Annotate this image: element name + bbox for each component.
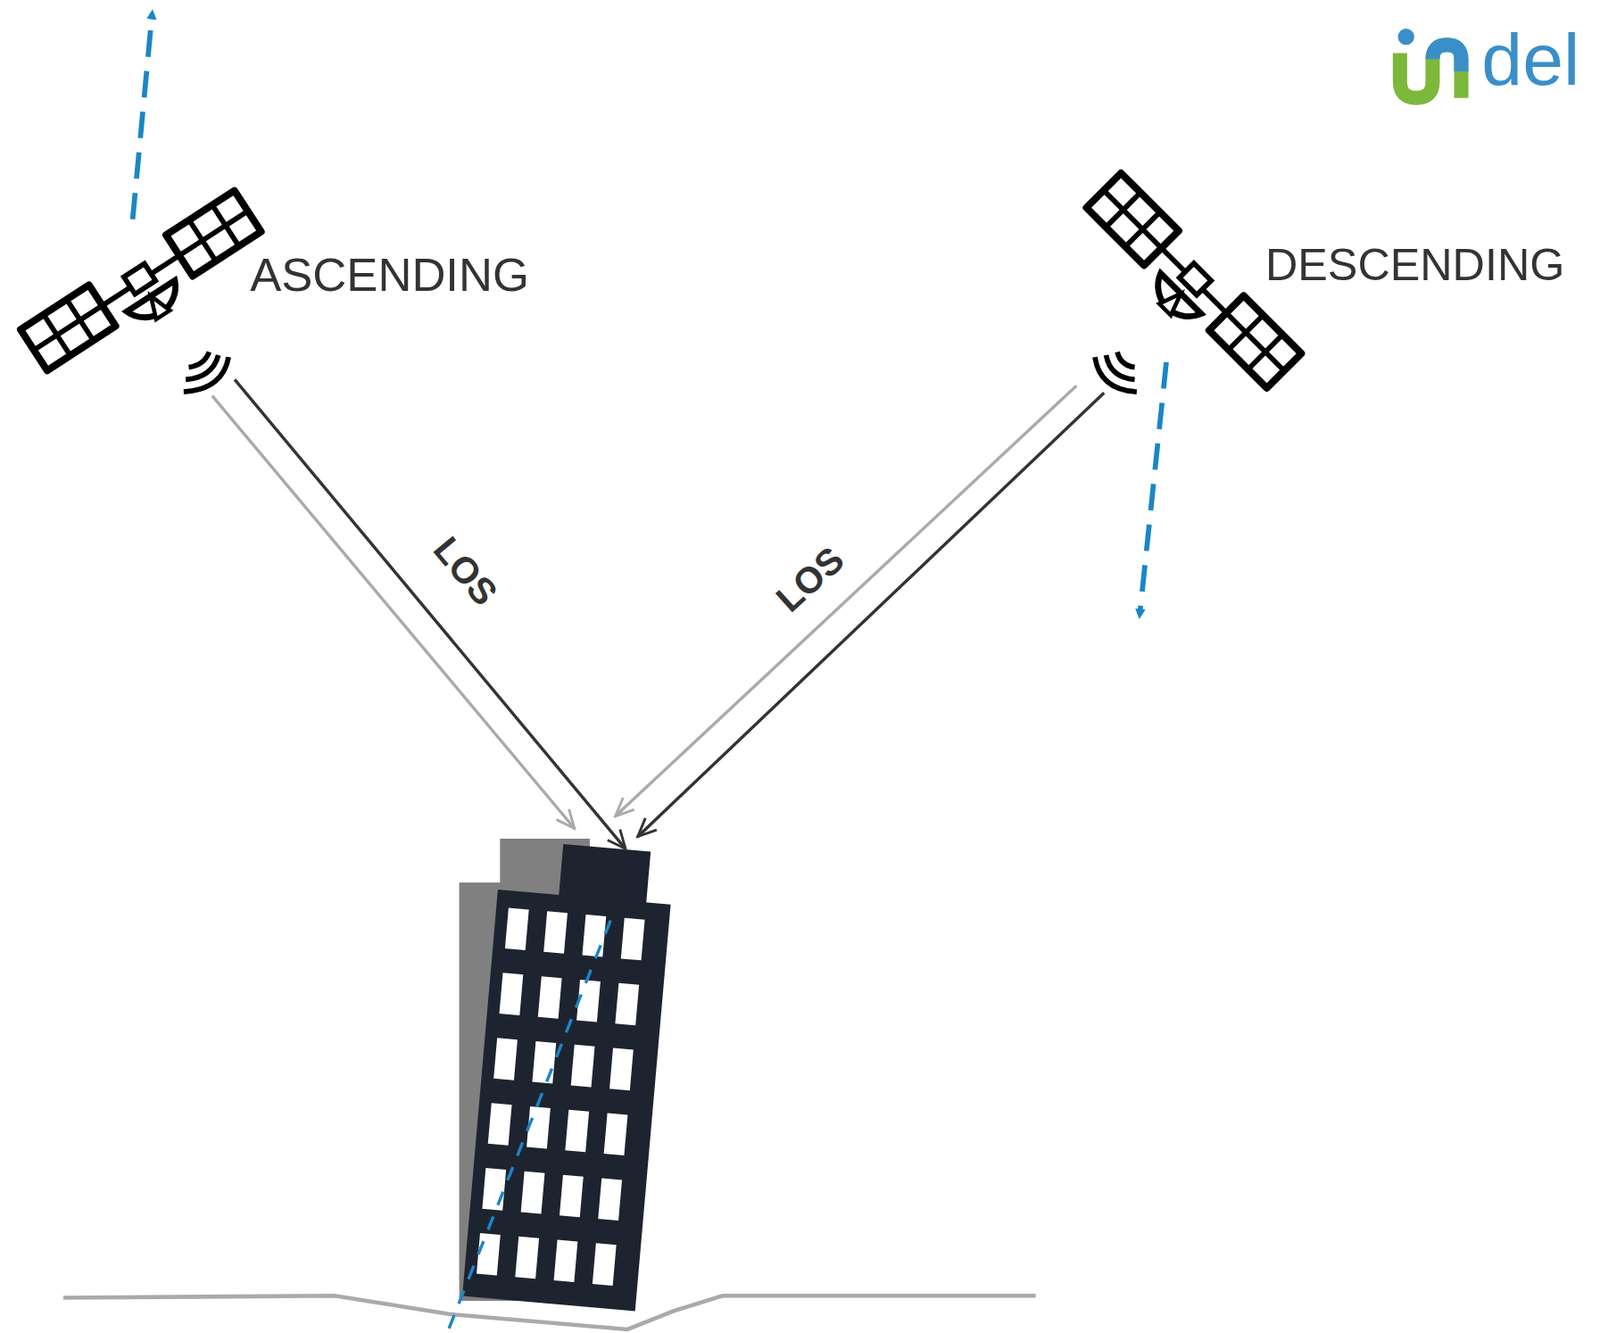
los-label: LOS — [424, 527, 507, 615]
window — [505, 907, 530, 951]
window — [581, 914, 606, 958]
window — [488, 1102, 513, 1146]
signal-waves — [183, 352, 1137, 393]
flight-direction — [132, 14, 153, 220]
los-line — [212, 396, 575, 830]
window — [521, 1171, 546, 1215]
window — [621, 918, 646, 962]
window — [614, 983, 639, 1027]
building — [462, 838, 676, 1312]
window — [499, 972, 524, 1016]
window — [531, 1041, 556, 1085]
window — [538, 976, 563, 1020]
window — [476, 1233, 501, 1277]
window — [571, 1044, 596, 1088]
flight-direction — [1139, 362, 1167, 614]
window — [559, 1175, 584, 1219]
logo-text: del — [1481, 22, 1580, 96]
window — [564, 1110, 589, 1153]
los-line — [638, 392, 1105, 837]
los-line — [234, 379, 626, 849]
orbit-label: DESCENDING — [1265, 242, 1565, 288]
window — [554, 1240, 579, 1284]
orbit-label: ASCENDING — [249, 250, 530, 299]
window — [543, 911, 568, 954]
building-axis — [448, 916, 613, 1329]
logo-icon — [1398, 28, 1462, 99]
satellite — [20, 190, 271, 385]
window — [609, 1048, 634, 1092]
window — [514, 1236, 539, 1280]
los-label: LOS — [766, 538, 854, 622]
window — [481, 1168, 506, 1211]
window — [604, 1113, 629, 1157]
window — [493, 1037, 518, 1081]
los-line — [615, 385, 1078, 817]
window — [592, 1243, 617, 1286]
window — [597, 1177, 622, 1221]
